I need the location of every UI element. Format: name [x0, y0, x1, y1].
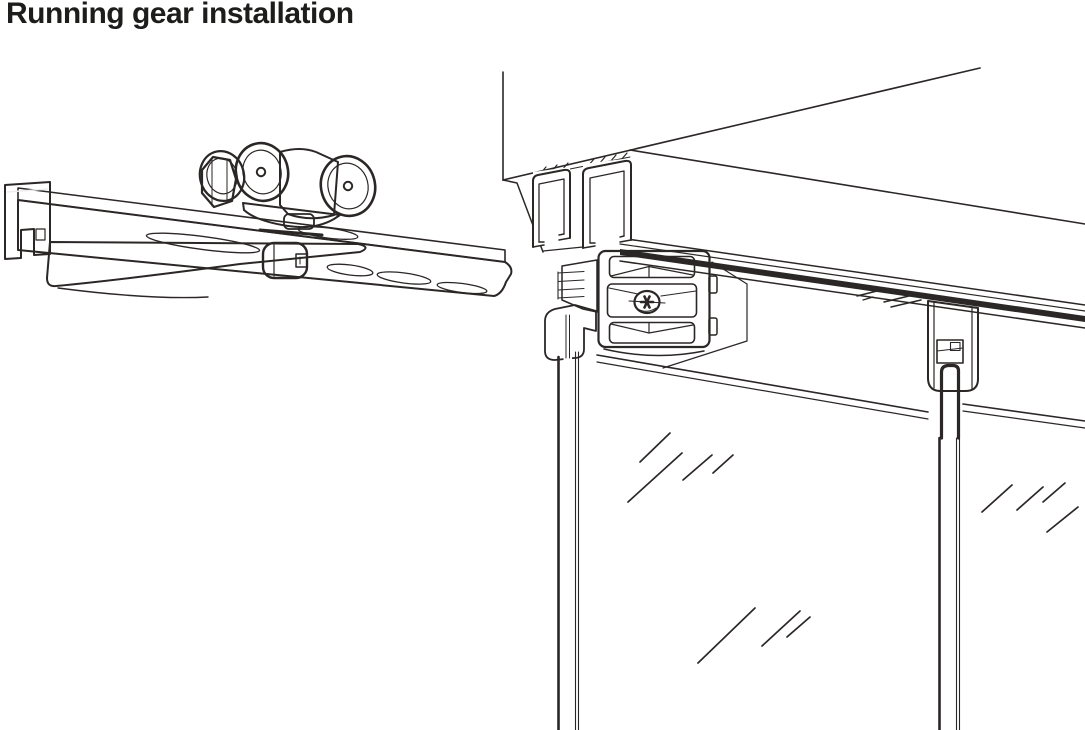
glass-reflection-marks-left — [627, 432, 811, 664]
glass-hanger-bracket — [927, 300, 979, 440]
front-roller — [234, 141, 290, 203]
right-glass-door — [938, 403, 1085, 730]
suspension-bolt — [261, 241, 309, 280]
rear-roller — [319, 154, 377, 218]
track-profile-cross-section — [532, 158, 632, 249]
page-title: Running gear installation — [6, 0, 354, 30]
left-glass-door — [557, 351, 929, 730]
running-gear-assembly — [4, 141, 513, 299]
mounting-block — [597, 249, 718, 357]
mounting-assembly — [544, 249, 718, 361]
track-clip-marks — [856, 289, 922, 308]
end-bracket — [4, 181, 51, 260]
glass-reflection-marks-right — [981, 482, 1079, 533]
hanger-rail — [17, 187, 513, 299]
torx-icon — [639, 295, 655, 309]
adjustment-screw — [628, 289, 666, 315]
glass-clamp — [544, 304, 597, 361]
track-bands — [619, 237, 1085, 369]
roller-carriage — [198, 141, 377, 280]
adjustment-rack — [557, 259, 598, 313]
hex-nut — [200, 155, 238, 209]
